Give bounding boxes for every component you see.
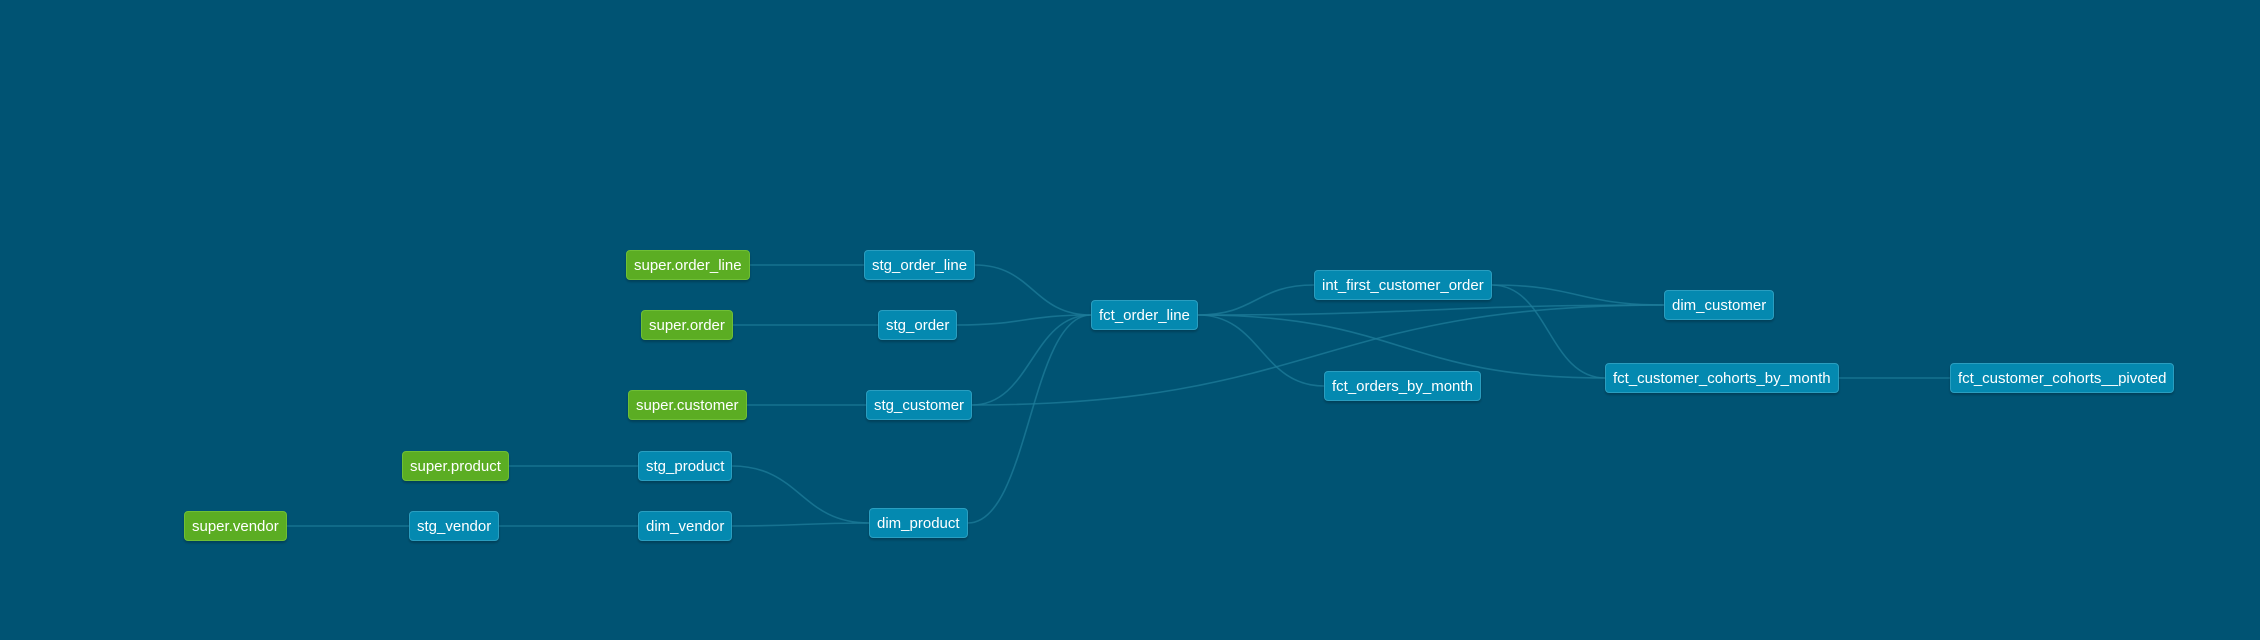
node-super-order[interactable]: super.order	[641, 310, 733, 340]
node-dim-customer[interactable]: dim_customer	[1664, 290, 1775, 320]
node-stg-product[interactable]: stg_product	[638, 451, 733, 481]
edge-int-first-customer-order-to-dim-customer	[1491, 284, 1665, 306]
node-super-order-line[interactable]: super.order_line	[626, 250, 750, 280]
edge-stg-order-line-to-fct-order-line	[974, 264, 1092, 316]
edge-int-first-customer-order-to-fct-customer-cohorts-by-month	[1491, 284, 1606, 379]
node-fct-order-line[interactable]: fct_order_line	[1091, 300, 1198, 330]
edge-dim-product-to-fct-order-line	[967, 314, 1092, 524]
edge-stg-order-to-fct-order-line	[956, 314, 1092, 326]
node-super-customer[interactable]: super.customer	[628, 390, 747, 420]
node-stg-customer[interactable]: stg_customer	[866, 390, 973, 420]
edge-stg-product-to-dim-product	[731, 465, 870, 524]
node-fct-customer-cohorts-pivoted[interactable]: fct_customer_cohorts__pivoted	[1950, 363, 2175, 393]
edge-fct-order-line-to-fct-customer-cohorts-by-month	[1197, 314, 1606, 379]
node-fct-orders-by-month[interactable]: fct_orders_by_month	[1324, 371, 1481, 401]
node-dim-vendor[interactable]: dim_vendor	[638, 511, 733, 541]
edge-fct-order-line-to-int-first-customer-order	[1197, 284, 1315, 316]
node-super-vendor[interactable]: super.vendor	[184, 511, 287, 541]
node-stg-order[interactable]: stg_order	[878, 310, 958, 340]
edge-fct-order-line-to-dim-customer	[1197, 304, 1665, 316]
node-int-first-customer-order[interactable]: int_first_customer_order	[1314, 270, 1492, 300]
node-fct-customer-cohorts-by-month[interactable]: fct_customer_cohorts_by_month	[1605, 363, 1839, 393]
node-stg-order-line[interactable]: stg_order_line	[864, 250, 976, 280]
edge-stg-customer-to-fct-order-line	[971, 314, 1092, 406]
node-dim-product[interactable]: dim_product	[869, 508, 968, 538]
edge-fct-order-line-to-fct-orders-by-month	[1197, 314, 1325, 387]
node-super-product[interactable]: super.product	[402, 451, 509, 481]
edge-dim-vendor-to-dim-product	[731, 522, 870, 527]
node-stg-vendor[interactable]: stg_vendor	[409, 511, 500, 541]
